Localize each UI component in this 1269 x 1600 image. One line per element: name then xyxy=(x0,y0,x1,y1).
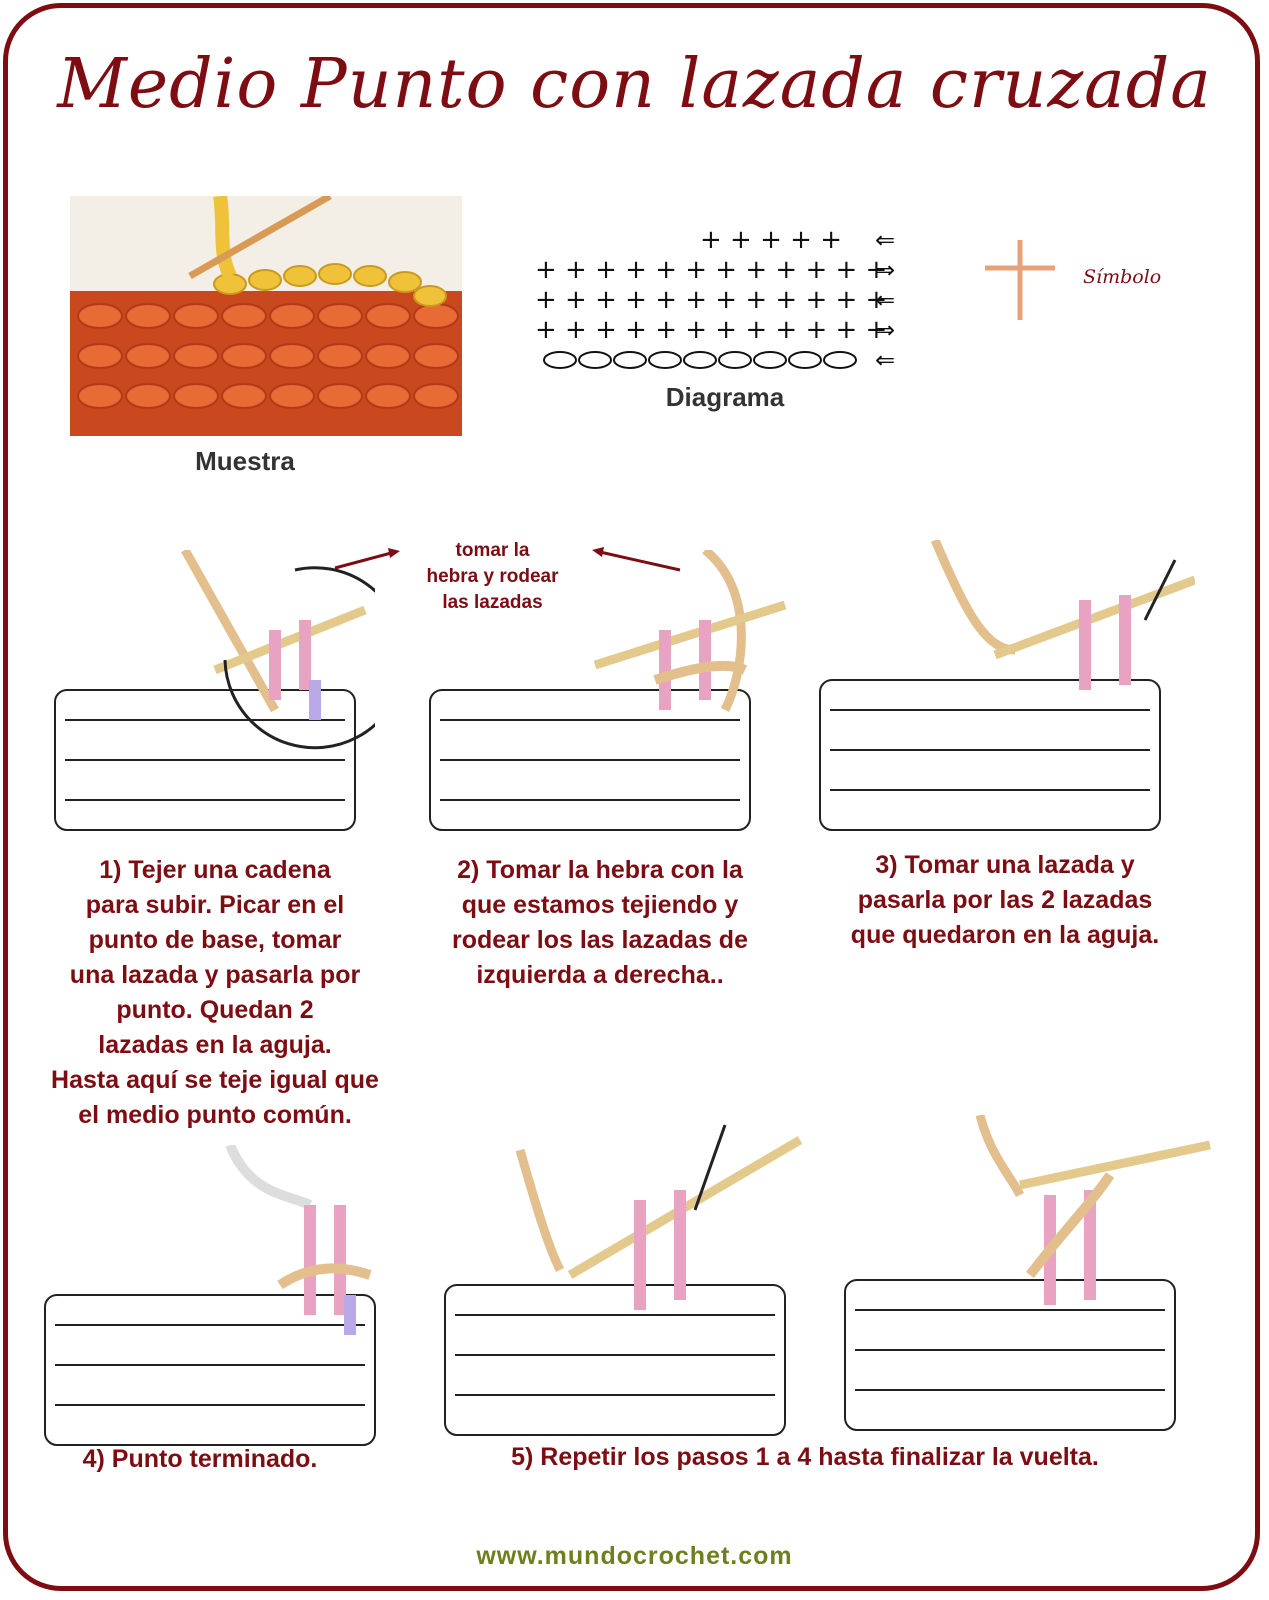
svg-text:+ + + + + + + + + + + +: + + + + + + + + + + + + xyxy=(535,255,887,285)
arrow-icon xyxy=(334,550,396,570)
step-3-line: pasarla por las 2 lazadas xyxy=(857,886,1153,914)
step-2-line: rodear los las lazadas de xyxy=(452,926,748,954)
svg-text:⇒: ⇒ xyxy=(875,256,895,284)
arrow-icon xyxy=(599,550,681,572)
step-2-line: 2) Tomar la hebra con la xyxy=(457,856,743,884)
step-1-illustration xyxy=(54,550,375,831)
crochet-sample-image xyxy=(70,196,462,436)
svg-text:⇐: ⇐ xyxy=(875,346,895,374)
page-frame xyxy=(3,3,1260,1591)
step-1-line: 1) Tejer una cadena xyxy=(99,856,331,884)
step-5-illustration-b xyxy=(844,1115,1211,1431)
svg-text:+ + + + + + + + + + + +: + + + + + + + + + + + + xyxy=(535,285,887,315)
svg-text:⇒: ⇒ xyxy=(875,316,895,344)
stitch-diagram: + + + + + + + + + + + + + + + + + + + + … xyxy=(535,225,895,374)
step-1-line: para subir. Picar en el xyxy=(85,891,345,919)
step-1-line: Hasta aquí se teje igual que xyxy=(51,1066,379,1094)
page-title: Medio Punto con lazada cruzada xyxy=(57,45,1212,124)
step-4-caption: 4) Punto terminado. xyxy=(82,1445,318,1473)
svg-text:⇐: ⇐ xyxy=(875,226,895,254)
step-1-caption: 1) Tejer una cadena para subir. Picar en… xyxy=(15,853,415,1133)
muestra-label: Muestra xyxy=(195,446,295,476)
svg-text:⇐: ⇐ xyxy=(875,286,895,314)
step-2-line: izquierda a derecha.. xyxy=(476,961,724,989)
step-3-line: que quedaron en la aguja. xyxy=(850,921,1160,949)
step-1-line: punto. Quedan 2 xyxy=(116,996,314,1024)
sample-photo xyxy=(70,196,462,436)
step-3-caption: 3) Tomar una lazada y pasarla por las 2 … xyxy=(805,848,1205,953)
step-3-illustration xyxy=(819,540,1195,831)
diagrama-label: Diagrama xyxy=(665,382,785,412)
note-text: tomar la hebra y rodear las lazadas xyxy=(405,538,580,616)
step-1-line: el medio punto común. xyxy=(78,1101,352,1129)
crochet-hook-icon xyxy=(188,196,332,280)
step-2-caption: 2) Tomar la hebra con la que estamos tej… xyxy=(415,853,785,993)
arrow-icon xyxy=(1143,559,1177,621)
step-1-line: una lazada y pasarla por xyxy=(69,961,361,989)
note-line-1: tomar la xyxy=(455,540,530,561)
plus-symbol-icon xyxy=(985,240,1055,320)
simbolo-label: Símbolo xyxy=(1083,266,1162,288)
arrow-icon xyxy=(693,1124,727,1211)
step-1-line: lazadas en la aguja. xyxy=(98,1031,332,1059)
note-line-3: las lazadas xyxy=(442,592,543,613)
step-1-line: punto de base, tomar xyxy=(88,926,342,954)
note-line-2: hebra y rodear xyxy=(426,566,559,587)
note-arrows xyxy=(334,547,681,572)
step-5-illustration-a xyxy=(444,1124,803,1436)
step-2-illustration xyxy=(429,550,787,831)
step-5-caption: 5) Repetir los pasos 1 a 4 hasta finaliz… xyxy=(511,1443,1099,1471)
footer-url: www.mundocrochet.com xyxy=(476,1542,793,1570)
step-3-line: 3) Tomar una lazada y xyxy=(875,851,1135,879)
step-4-illustration xyxy=(44,1145,376,1446)
step-2-line: que estamos tejiendo y xyxy=(461,891,739,919)
svg-text:+ + + + +: + + + + + xyxy=(700,225,842,255)
svg-text:+ + + + + + + + + + + +: + + + + + + + + + + + + xyxy=(535,315,887,345)
